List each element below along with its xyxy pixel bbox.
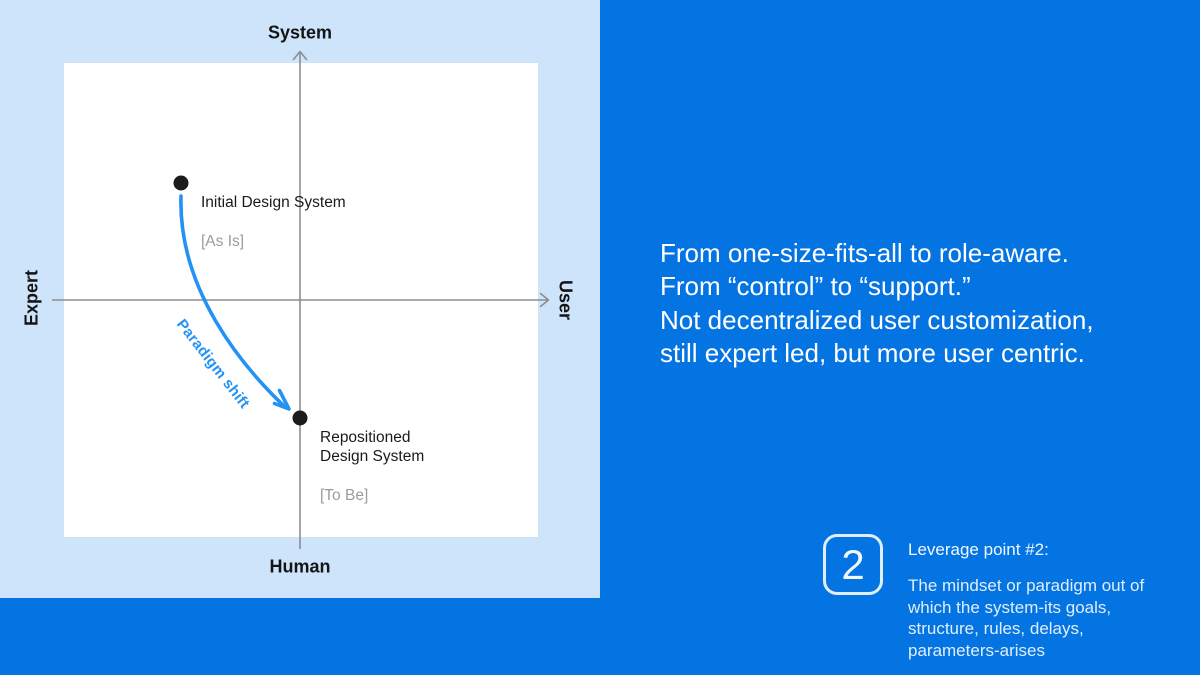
point-repositioned-name: Repositioned Design System	[320, 428, 425, 466]
leverage-title: Leverage point #2:	[908, 540, 1049, 559]
point-initial-state: [As Is]	[201, 232, 245, 250]
quadrant-diagram-svg	[52, 50, 550, 549]
quadrant-panel: System Human Expert User Initial Design …	[0, 0, 600, 598]
narrative-text: From one-size-fits-all to role-aware. Fr…	[660, 238, 1094, 369]
axis-arrowhead-up-icon	[292, 50, 308, 61]
axis-arrowhead-right-icon	[539, 292, 550, 308]
point-label-initial: Initial Design System [As Is]	[201, 173, 346, 271]
axis-label-human: Human	[269, 556, 331, 577]
leverage-number-box: 2	[823, 534, 883, 595]
point-initial-name: Initial Design System	[201, 193, 346, 211]
point-repositioned-dot	[292, 410, 308, 426]
point-label-repositioned: Repositioned Design System [To Be]	[320, 408, 424, 525]
axis-label-system: System	[267, 22, 333, 43]
leverage-body: The mindset or paradigm out of which the…	[908, 576, 1145, 660]
point-repositioned-state: [To Be]	[320, 487, 369, 504]
axis-label-expert: Expert	[21, 269, 42, 327]
point-initial-dot	[173, 175, 189, 191]
axis-label-user: User	[555, 279, 576, 321]
paradigm-shift-curve	[179, 194, 286, 408]
leverage-number: 2	[841, 540, 865, 588]
paradigm-shift-arrowhead-icon	[272, 388, 291, 411]
